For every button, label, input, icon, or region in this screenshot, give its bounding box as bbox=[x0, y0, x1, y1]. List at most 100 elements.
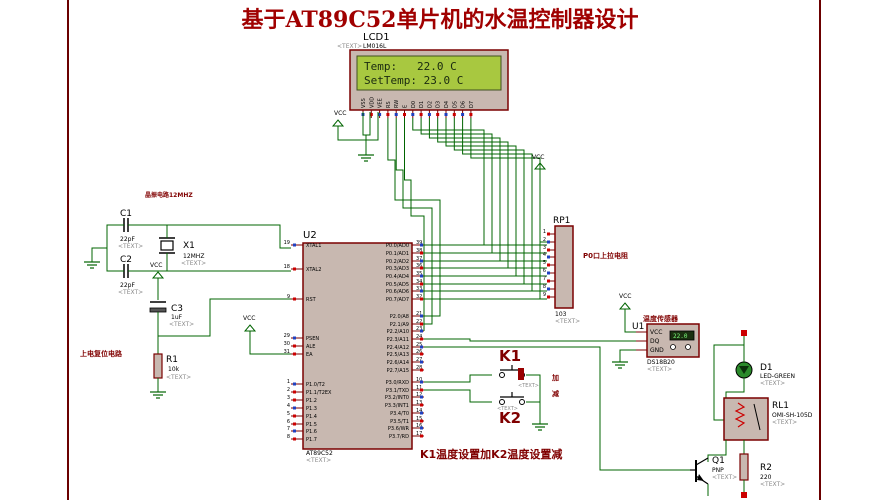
rp1-pin-marker bbox=[547, 271, 550, 275]
svg-text:C1: C1 bbox=[120, 209, 132, 219]
mcu-left-pin-marker bbox=[293, 243, 296, 247]
mcu-left-pin-name: ALE bbox=[306, 344, 315, 350]
mcu-ref: U2 bbox=[303, 230, 317, 241]
mcu-left-pin-marker bbox=[293, 336, 296, 340]
lcd-line-1: Temp: 22.0 C bbox=[364, 60, 457, 73]
reset-circuit-label: 上电复位电路 bbox=[80, 349, 123, 358]
mcu-right-pin-marker bbox=[420, 368, 423, 372]
mcu-right-pin-name: P2.2/A10 bbox=[387, 329, 409, 335]
mcu-right-pin-marker bbox=[420, 380, 423, 384]
mcu-right-pin-marker bbox=[420, 345, 423, 349]
mcu-left-pin-number: 1 bbox=[287, 379, 290, 385]
r1-resistor: R1 10k <TEXT> bbox=[153, 353, 191, 381]
svg-text:<TEXT>: <TEXT> bbox=[181, 260, 206, 267]
lcd-pin-marker bbox=[411, 113, 415, 116]
mcu-left-pin-number: 8 bbox=[287, 434, 290, 440]
rp1-pin-marker bbox=[547, 255, 550, 259]
mcu-left-pin-marker bbox=[293, 344, 296, 348]
mcu-right-pin-marker bbox=[420, 314, 423, 318]
mcu-right-pin-number: 15 bbox=[416, 416, 422, 422]
mcu-right-pin-name: P0.1/AD1 bbox=[386, 251, 409, 257]
d1-text-tag: <TEXT> bbox=[760, 380, 785, 387]
k1-ref: K1 bbox=[499, 347, 521, 365]
sheet-border bbox=[67, 0, 821, 500]
lcd-pin-marker bbox=[378, 113, 382, 116]
rp1-pin-number: 9 bbox=[543, 292, 546, 298]
mcu-right-pin-name: P2.6/A14 bbox=[387, 360, 409, 366]
lcd-data-wire bbox=[453, 118, 525, 284]
mcu-right-pin-marker bbox=[420, 434, 423, 438]
svg-text:22pF: 22pF bbox=[120, 282, 135, 289]
r2-ref: R2 bbox=[760, 463, 772, 473]
mcu-right-pin-marker bbox=[420, 337, 423, 341]
mcu-right-pin-name: P2.5/A13 bbox=[387, 352, 409, 358]
svg-text:22pF: 22pF bbox=[120, 236, 135, 243]
svg-text:<TEXT>: <TEXT> bbox=[118, 243, 143, 250]
mcu-right-pin-number: 13 bbox=[416, 400, 422, 406]
mcu-right-pin-name: P2.0/A8 bbox=[390, 314, 409, 320]
mcu-left-pin-marker bbox=[293, 422, 296, 426]
lcd-pin-label: D2 bbox=[427, 101, 433, 108]
mcu-right-pin-number: 12 bbox=[416, 392, 422, 398]
mcu-right-pin-name: P3.2/INT0 bbox=[385, 395, 409, 401]
mcu-right-pin-number: 11 bbox=[416, 385, 422, 391]
mcu-left-pin-name: P1.0/T2 bbox=[306, 382, 325, 388]
mcu-right-pin-number: 34 bbox=[416, 279, 422, 285]
rp1-label: P0口上拉电阻 bbox=[583, 251, 628, 260]
lcd-part: LM016L bbox=[363, 43, 387, 50]
mcu-right-pin-marker bbox=[420, 403, 423, 407]
svg-text:X1: X1 bbox=[183, 241, 195, 251]
mcu-right-pin-marker bbox=[420, 289, 423, 293]
mcu-left-pin-number: 29 bbox=[284, 333, 290, 339]
rl1-coil bbox=[734, 402, 746, 428]
sensor-down-button bbox=[670, 344, 676, 350]
lcd-vcc-symbol: VCC bbox=[331, 110, 346, 130]
rp1-pin-number: 1 bbox=[543, 229, 546, 235]
d1-to-relay-wire bbox=[725, 378, 745, 400]
mcu-left-pin-number: 4 bbox=[287, 403, 290, 409]
svg-text:VCC: VCC bbox=[532, 154, 544, 161]
rp1-pin-marker bbox=[547, 295, 550, 299]
rp1-pin-number: 3 bbox=[543, 245, 546, 251]
lcd-pin-label: RW bbox=[394, 100, 400, 108]
rp1-pin-number: 6 bbox=[543, 268, 546, 274]
r2-resistor bbox=[739, 453, 749, 481]
rp1-vcc-symbol: VCC bbox=[532, 154, 547, 243]
sensor-display bbox=[669, 330, 695, 341]
mcu-left-pin-name: P1.7 bbox=[306, 437, 317, 443]
lcd-pin-marker bbox=[369, 113, 373, 116]
d1-part: LED-GREEN bbox=[760, 373, 795, 380]
rst-wire bbox=[158, 298, 291, 337]
rp1-ref: RP1 bbox=[553, 216, 570, 226]
sensor-vcc-wire bbox=[624, 309, 636, 333]
mcu-left-pin-name: P1.3 bbox=[306, 406, 317, 412]
mcu-left-pin-marker bbox=[293, 437, 296, 441]
lcd-ref: LCD1 bbox=[363, 32, 390, 43]
k1-action-label: 加 bbox=[551, 373, 559, 382]
mcu-right-pin-number: 25 bbox=[416, 342, 422, 348]
rl1-contact bbox=[753, 403, 761, 431]
lcd-data-wire bbox=[437, 118, 509, 268]
lcd-pin-marker bbox=[419, 113, 423, 116]
lcd-ground-symbol bbox=[358, 154, 374, 162]
mcu-right-pins: 39P0.0/AD038P0.1/AD137P0.2/AD236P0.3/AD3… bbox=[385, 240, 424, 440]
lcd-line-2: SetTemp: 23.0 C bbox=[364, 74, 463, 87]
mcu-right-pin-marker bbox=[420, 329, 423, 333]
mcu-right-pin-number: 22 bbox=[416, 319, 422, 325]
mcu-right-pin-number: 28 bbox=[416, 365, 422, 371]
q1-part: PNP bbox=[712, 467, 724, 474]
crystal-circuit-label: 晶振电路12MHZ bbox=[145, 191, 193, 199]
rp1-pin-marker bbox=[547, 279, 550, 283]
rp1-text-tag: <TEXT> bbox=[555, 318, 580, 325]
x1-crystal: X1 12MHZ <TEXT> bbox=[159, 237, 206, 267]
rp1-pin-marker bbox=[547, 240, 550, 244]
mcu-left-pin-name: RST bbox=[306, 297, 317, 303]
svg-text:VCC: VCC bbox=[334, 110, 346, 117]
rp1-resistor-pack bbox=[554, 225, 574, 309]
c1-capacitor: C1 22pF <TEXT> bbox=[118, 209, 143, 250]
mcu-left-pin-name: P1.1/T2EX bbox=[306, 390, 332, 396]
sensor-up-button bbox=[685, 344, 691, 350]
mcu-left-pin-number: 30 bbox=[284, 341, 290, 347]
